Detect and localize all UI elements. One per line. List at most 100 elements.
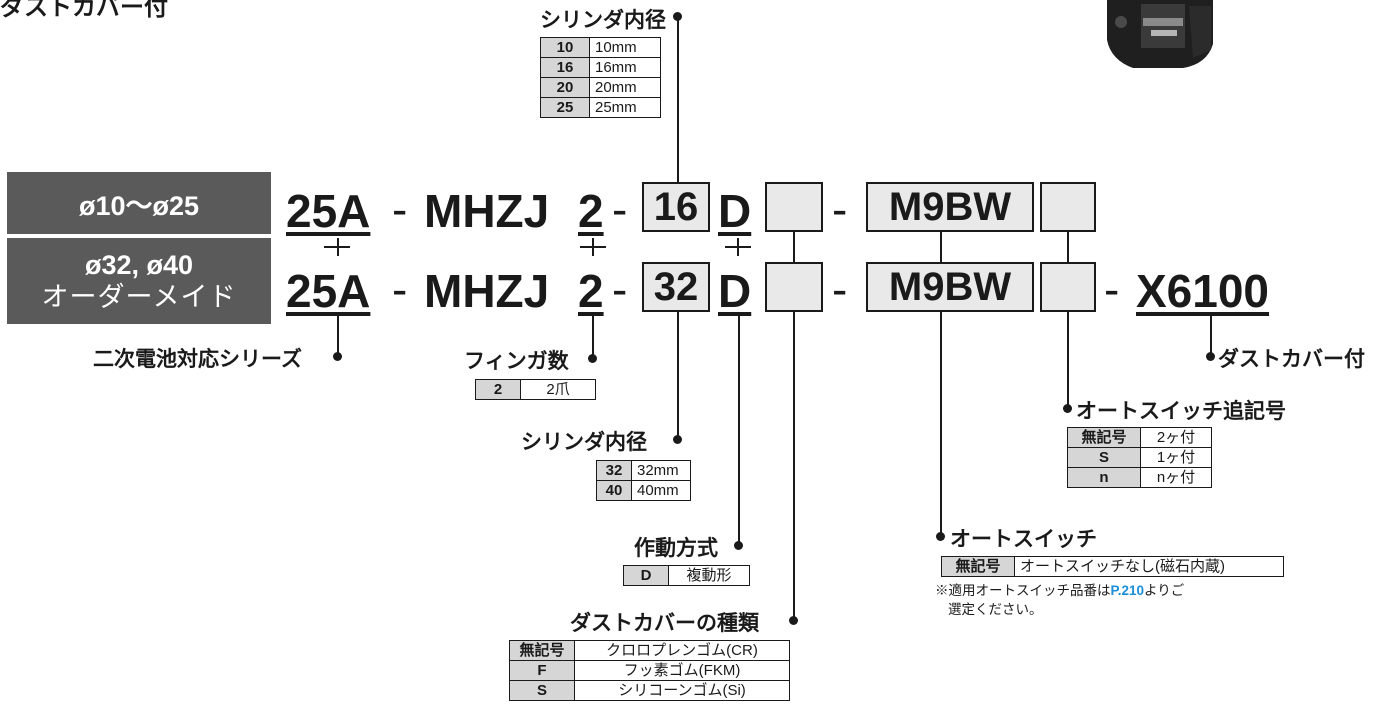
switch-qty-code-box bbox=[1040, 262, 1096, 312]
connector-line bbox=[725, 246, 751, 248]
bullet-dot bbox=[673, 435, 682, 444]
action-code: D bbox=[718, 265, 752, 317]
option-key: 25 bbox=[540, 97, 590, 118]
option-value: 複動形 bbox=[668, 565, 750, 586]
table-row: 無記号オートスイッチなし(磁石内蔵) bbox=[941, 556, 1284, 577]
dust-cover-code-box bbox=[765, 262, 823, 312]
bore-code-box: 16 bbox=[642, 182, 710, 232]
size-range-box-large: ø32, ø40 オーダーメイド bbox=[7, 238, 271, 324]
switch-note: ※適用オートスイッチ品番はP.210よりご bbox=[935, 581, 1184, 600]
leader-line bbox=[793, 312, 795, 620]
separator: - bbox=[392, 263, 408, 315]
option-value: フッ素ゴム(FKM) bbox=[574, 660, 790, 681]
connector-line bbox=[1067, 232, 1069, 262]
made-to-order-text: オーダーメイド bbox=[41, 282, 237, 312]
bullet-dot bbox=[936, 532, 945, 541]
option-key: 16 bbox=[540, 57, 590, 78]
table-row: 無記号クロロプレンゴム(CR) bbox=[509, 640, 790, 661]
leader-line bbox=[940, 312, 942, 535]
product-photo bbox=[1107, 0, 1213, 68]
note-text: よりご bbox=[1144, 583, 1185, 598]
switch-note-line2: 選定ください。 bbox=[948, 602, 1043, 617]
auto-switch-code-box: M9BW bbox=[866, 182, 1034, 232]
leader-line bbox=[592, 312, 594, 356]
bullet-dot bbox=[333, 352, 342, 361]
option-key: F bbox=[509, 660, 575, 681]
separator: - bbox=[1104, 263, 1120, 315]
series-code: 25A bbox=[286, 265, 371, 317]
model-code: MHZJ bbox=[424, 185, 550, 237]
auto-switch-label: オートスイッチ bbox=[950, 528, 1097, 551]
option-key: n bbox=[1067, 467, 1141, 488]
dust-cover-code-box bbox=[765, 182, 823, 232]
option-key: 無記号 bbox=[1067, 427, 1141, 448]
option-value: 2ヶ付 bbox=[1140, 427, 1212, 448]
option-value: 25mm bbox=[589, 97, 661, 118]
option-code: X6100 bbox=[1136, 265, 1270, 317]
auto-switch-table: 無記号オートスイッチなし(磁石内蔵) bbox=[941, 556, 1284, 577]
size-range-text: ø32, ø40 bbox=[84, 250, 194, 280]
bullet-dot bbox=[789, 616, 798, 625]
option-key: 32 bbox=[596, 460, 632, 481]
action-code: D bbox=[718, 185, 752, 237]
option-key: 無記号 bbox=[941, 556, 1015, 577]
bullet-dot bbox=[1063, 404, 1072, 413]
finger-count-label: フィンガ数 bbox=[464, 350, 569, 373]
bore-code-box: 32 bbox=[642, 262, 710, 312]
connector-line bbox=[580, 246, 606, 248]
dust-cover-attached-label: ダストカバー付 bbox=[1218, 348, 1365, 371]
separator: - bbox=[612, 263, 628, 315]
model-code: MHZJ bbox=[424, 265, 550, 317]
option-value: nヶ付 bbox=[1140, 467, 1212, 488]
option-value: シリコーンゴム(Si) bbox=[574, 680, 790, 701]
leader-line bbox=[337, 312, 339, 356]
option-value: 32mm bbox=[631, 460, 691, 481]
separator: - bbox=[832, 263, 848, 315]
action-label: 作動方式 bbox=[634, 537, 718, 560]
option-value: 16mm bbox=[589, 57, 661, 78]
switch-suffix-label: オートスイッチ追記号 bbox=[1076, 400, 1286, 423]
dust-cover-label: ダストカバーの種類 bbox=[570, 612, 759, 635]
option-key: 10 bbox=[540, 37, 590, 58]
page-reference-link[interactable]: P.210 bbox=[1110, 583, 1145, 598]
option-value: 1ヶ付 bbox=[1140, 447, 1212, 468]
bullet-dot bbox=[1206, 352, 1215, 361]
size-range-box-small: ø10〜ø25 bbox=[7, 172, 271, 234]
option-key: 無記号 bbox=[509, 640, 575, 661]
secondary-battery-label: 二次電池対応シリーズ bbox=[93, 348, 302, 371]
series-code: 25A bbox=[286, 185, 371, 237]
option-value: 20mm bbox=[589, 77, 661, 98]
leader-line bbox=[677, 16, 679, 182]
size-range-text: ø10〜ø25 bbox=[78, 190, 200, 221]
leader-line bbox=[677, 312, 679, 438]
bore-label-top: シリンダ内径 bbox=[540, 9, 666, 32]
note-text: ※適用オートスイッチ品番は bbox=[935, 583, 1111, 598]
finger-code: 2 bbox=[578, 265, 604, 317]
option-value: 40mm bbox=[631, 480, 691, 501]
section-title: ダストカバー付 bbox=[0, 0, 168, 21]
option-key: S bbox=[1067, 447, 1141, 468]
separator: - bbox=[612, 183, 628, 235]
switch-qty-code-box bbox=[1040, 182, 1096, 232]
option-key: 2 bbox=[475, 379, 521, 400]
bore-label-bottom: シリンダ内径 bbox=[521, 431, 647, 454]
connector-line bbox=[324, 246, 350, 248]
option-key: D bbox=[623, 565, 669, 586]
connector-line bbox=[940, 232, 942, 262]
leader-line bbox=[1210, 312, 1212, 356]
bullet-dot bbox=[588, 354, 597, 363]
